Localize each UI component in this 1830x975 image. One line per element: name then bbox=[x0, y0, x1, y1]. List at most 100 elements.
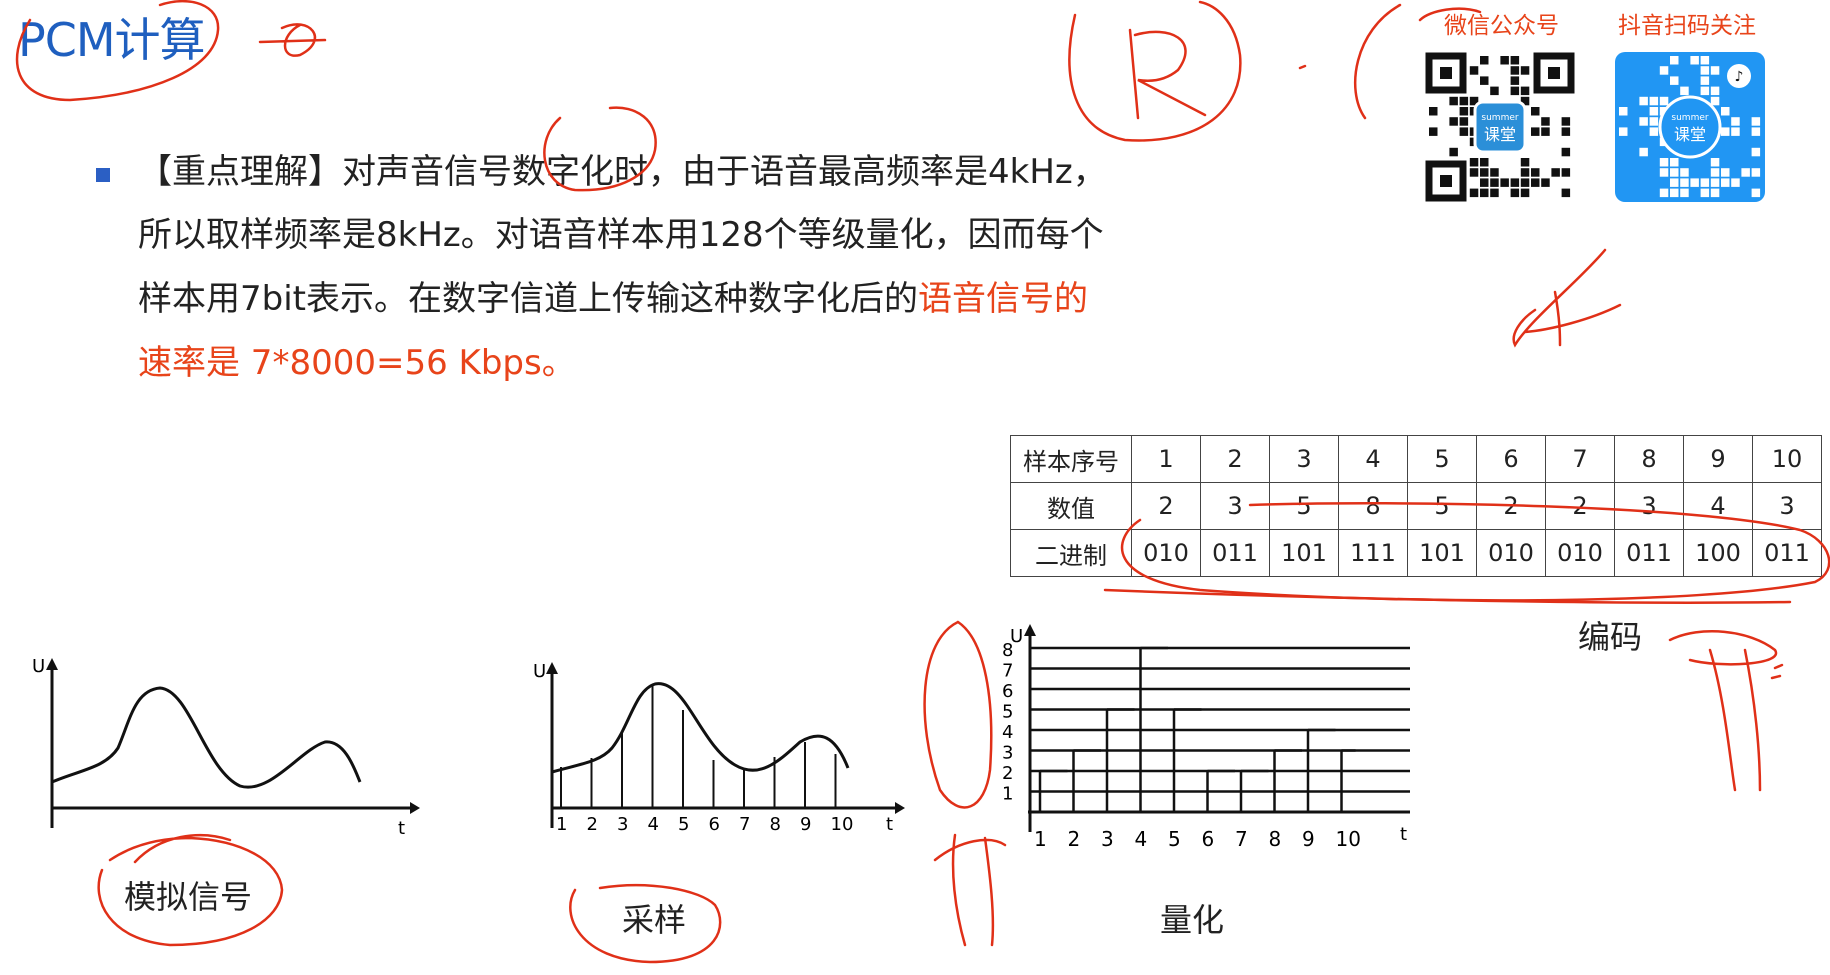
ink-dots bbox=[1770, 663, 1784, 680]
qr-module bbox=[1469, 168, 1479, 177]
ink-letter-r bbox=[1128, 28, 1207, 120]
y-tick-label: 3 bbox=[1002, 743, 1013, 764]
qr-module bbox=[1700, 76, 1710, 85]
bullet-text-3: 样本用7bit表示。在数字信道上传输这种数字化后的 bbox=[138, 279, 918, 319]
qr-module bbox=[1619, 107, 1628, 116]
x-axis-arrow-icon bbox=[895, 802, 905, 814]
table-cell: 4 bbox=[1683, 482, 1753, 530]
qr-module bbox=[1480, 158, 1489, 167]
qr-module bbox=[1480, 168, 1489, 177]
ink-arc-qr bbox=[1353, 3, 1482, 120]
y-tick-label: 6 bbox=[1002, 681, 1013, 702]
qr-module bbox=[1700, 178, 1710, 187]
analog-signal-chart: U t bbox=[32, 656, 420, 839]
bullet-highlight-3: 语音信号的 bbox=[918, 279, 1088, 319]
qr-module bbox=[1551, 168, 1560, 177]
qr-module bbox=[1751, 127, 1761, 136]
qr-module bbox=[1490, 188, 1499, 198]
ink-underline-binary bbox=[1103, 588, 1792, 604]
qr-module bbox=[1520, 178, 1530, 187]
x-tick-label: 8 bbox=[1269, 827, 1282, 851]
qr-module bbox=[1561, 188, 1571, 198]
sampled-wave-line bbox=[551, 682, 850, 774]
qr-module bbox=[1731, 178, 1740, 187]
qr-module bbox=[1649, 127, 1659, 136]
qr-module bbox=[1710, 66, 1720, 75]
table-cell: 010 bbox=[1545, 529, 1615, 577]
bullet-line-1: 【重点理解】对声音信号数字化时，由于语音最高频率是4kHz， bbox=[138, 152, 1107, 192]
x-tick-label: 5 bbox=[1168, 827, 1181, 851]
qr-module bbox=[1710, 96, 1720, 106]
x-axis-arrow-icon bbox=[410, 802, 420, 814]
table-cell: 2 bbox=[1200, 435, 1270, 483]
ink-checkmark bbox=[1512, 248, 1622, 348]
qr-module bbox=[1541, 117, 1550, 126]
qr-module bbox=[1469, 158, 1479, 167]
table-cell: 8 bbox=[1338, 482, 1408, 530]
ink-circle-analog bbox=[97, 834, 284, 947]
axis-label-u: U bbox=[32, 656, 45, 677]
qr-badge-top-2: summer bbox=[1671, 113, 1708, 123]
qr-module bbox=[1659, 168, 1669, 177]
y-axis-arrow-icon bbox=[546, 662, 558, 674]
qr-module bbox=[1459, 127, 1469, 136]
page-title: PCM计算 bbox=[18, 13, 206, 67]
qr-module bbox=[1670, 76, 1679, 85]
table-cell: 011 bbox=[1200, 529, 1270, 577]
qr-module bbox=[1639, 147, 1648, 157]
axis-label-t: t bbox=[886, 814, 893, 835]
x-tick-label: 3 bbox=[1101, 827, 1114, 851]
ink-circle-title bbox=[15, 0, 220, 102]
x-tick-label: 6 bbox=[1202, 827, 1215, 851]
qr-module bbox=[1561, 168, 1571, 177]
x-tick-label: 3 bbox=[617, 814, 628, 835]
qr-module bbox=[1649, 96, 1659, 106]
ink-circle-sampling bbox=[569, 883, 722, 964]
axis-label-u: U bbox=[1010, 626, 1023, 647]
table-cell: 10 bbox=[1752, 435, 1822, 483]
qr-module bbox=[1731, 117, 1740, 126]
qr-module bbox=[1659, 158, 1669, 167]
qr-module bbox=[1670, 56, 1679, 65]
table-row: 样本序号 1 2 3 4 5 6 7 8 9 10 bbox=[1010, 435, 1822, 483]
qr-module bbox=[1561, 147, 1571, 157]
qr-module bbox=[1751, 168, 1761, 177]
qr-module bbox=[1520, 96, 1530, 106]
qr-module bbox=[1500, 56, 1509, 65]
qr-module bbox=[1649, 117, 1659, 126]
x-tick-label: 7 bbox=[1235, 827, 1248, 851]
qr-module bbox=[1721, 178, 1730, 187]
qr-module bbox=[1751, 147, 1761, 157]
qr-module bbox=[1659, 66, 1669, 75]
qr-module bbox=[1721, 127, 1730, 136]
qr-module bbox=[1510, 56, 1520, 65]
qr-module bbox=[1490, 86, 1499, 96]
qr-module bbox=[1710, 188, 1720, 198]
ink-ellipse-levels bbox=[923, 620, 993, 809]
x-tick-label: 5 bbox=[678, 814, 689, 835]
qr-module bbox=[1459, 117, 1469, 126]
qr-module bbox=[1710, 168, 1720, 177]
x-tick-label: 1 bbox=[556, 814, 567, 835]
qr-module bbox=[1700, 188, 1710, 198]
qr-module bbox=[1459, 96, 1469, 106]
qr-module bbox=[1531, 168, 1540, 177]
x-tick-label: 1 bbox=[1034, 827, 1047, 851]
qr-module bbox=[1680, 178, 1689, 187]
y-tick-label: 8 bbox=[1002, 640, 1013, 661]
analog-wave-line bbox=[51, 686, 362, 789]
x-tick-label: 10 bbox=[1336, 827, 1361, 851]
qr-module bbox=[1670, 188, 1679, 198]
ink-mushroom bbox=[1668, 630, 1778, 792]
qr-module bbox=[1520, 86, 1530, 96]
qr-badge-top-1: summer bbox=[1481, 113, 1518, 123]
qr-module bbox=[1639, 117, 1648, 126]
sample-table: 样本序号 1 2 3 4 5 6 7 8 9 10 数值 2 3 5 8 5 2… bbox=[1010, 435, 1822, 577]
qr-module bbox=[1510, 76, 1520, 85]
y-tick-label: 4 bbox=[1002, 722, 1013, 743]
y-tick-label: 2 bbox=[1002, 763, 1013, 784]
table-row: 二进制 010 011 101 111 101 010 010 011 100 … bbox=[1010, 529, 1822, 577]
qr-module bbox=[1670, 158, 1679, 167]
